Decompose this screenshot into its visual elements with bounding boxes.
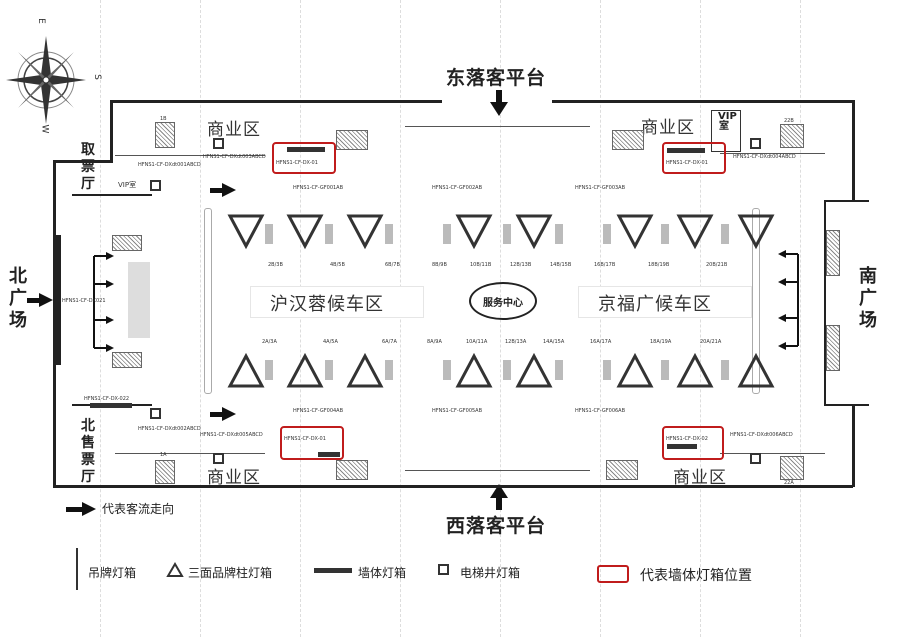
- elevator-box: [150, 408, 161, 419]
- gate-label: 8A/9A: [427, 339, 442, 345]
- code-label: HFNS1-CF-DX021: [62, 298, 106, 304]
- code-label: HFNS1-CF-DX-01: [276, 160, 318, 166]
- elevator-box: [150, 180, 161, 191]
- code-label: HFNS1-CF-GF005AB: [432, 408, 483, 414]
- gate-label: 14B/15B: [550, 262, 572, 268]
- gate-label: 18A/19A: [650, 339, 672, 345]
- highlight-icon: [597, 565, 629, 583]
- code-label: HFNS1-CF-GF003AB: [575, 185, 626, 191]
- vip-room-label: VIP室: [118, 181, 137, 189]
- gate-1b: 1B: [160, 116, 167, 122]
- east-platform-label: 东落客平台: [446, 67, 547, 89]
- gate-1a: 1A: [160, 452, 167, 458]
- gate-label: 16A/17A: [590, 339, 612, 345]
- right-arrow-icon: [210, 406, 236, 425]
- code-label: HFNS1-CF-DXdt003ABCD: [203, 154, 266, 160]
- gate-label: 12B/13A: [505, 339, 527, 345]
- gate-label: 2A/3A: [262, 339, 277, 345]
- gate-label: 12B/13B: [510, 262, 532, 268]
- ticket-pickup-hall: 取票厅: [81, 142, 95, 192]
- bracket-arrows: [80, 252, 116, 356]
- elevator-box: [750, 138, 761, 149]
- wall-lightbox-highlight: [272, 142, 336, 174]
- code-label: HFNS1-CF-DXdt004ABCD: [733, 154, 796, 160]
- up-arrow-icon: [490, 484, 508, 514]
- legend-flow: 代表客流走向: [102, 502, 175, 516]
- legend-wall: 墙体灯箱: [358, 566, 407, 580]
- elevator-box: [213, 453, 224, 464]
- gate-label: 20A/21A: [700, 339, 722, 345]
- code-label: HFNS1-CF-DXdt006ABCD: [730, 432, 793, 438]
- triangle-icon: [166, 562, 184, 582]
- commerce-zone-bottom-left: 商业区: [207, 468, 261, 488]
- code-label: HFNS1-CF-GF001AB: [293, 185, 344, 191]
- code-label: HFNS1-CF-DX-01: [666, 160, 708, 166]
- compass-w: W: [39, 124, 50, 134]
- vip-room-right: VIP室: [718, 111, 737, 132]
- elevator-box: [213, 138, 224, 149]
- waiting-zone-right: 京福广候车区: [598, 294, 712, 315]
- gate-22b: 22B: [784, 118, 794, 124]
- compass-rose: [6, 28, 90, 138]
- commerce-zone-top-left: 商业区: [207, 120, 261, 140]
- north-plaza-label: 北广场: [9, 266, 27, 331]
- code-label: HFNS1-CF-GF006AB: [575, 408, 626, 414]
- compass-e: E: [35, 18, 46, 24]
- wall-lightbox: [90, 403, 132, 408]
- gate-label: 18B/19B: [648, 262, 670, 268]
- wall-lightbox-highlight: [280, 426, 344, 460]
- west-platform-label: 西落客平台: [446, 515, 547, 537]
- gate-label: 8B/9B: [432, 262, 447, 268]
- gate-label: 2B/3B: [268, 262, 283, 268]
- wall-lightbox-highlight: [662, 142, 726, 174]
- gate-label: 16B/17B: [594, 262, 616, 268]
- ticket-sale-hall: 北售票厅: [81, 418, 95, 485]
- legend-triangle: 三面品牌柱灯箱: [188, 566, 273, 580]
- gate-label: 14A/15A: [543, 339, 565, 345]
- triangle-lightbox-row-top: [225, 210, 785, 260]
- gate-label: 20B/21B: [706, 262, 728, 268]
- commerce-zone-bottom-right: 商业区: [673, 468, 727, 488]
- gate-label: 10A/11A: [466, 339, 488, 345]
- right-arrow-icon: [210, 182, 236, 201]
- code-label: HFNS1-CF-DX-01: [284, 436, 326, 442]
- right-arrow-icon: [27, 292, 53, 311]
- code-label: HFNS1-CF-DXdt001ABCD: [138, 162, 201, 168]
- service-center: [469, 282, 537, 320]
- bracket-arrows: [776, 250, 812, 354]
- legend-elevator: 电梯井灯箱: [460, 566, 521, 580]
- commerce-zone-top-right: 商业区: [641, 118, 695, 138]
- gate-label: 4B/5B: [330, 262, 345, 268]
- gate-label: 6B/7B: [385, 262, 400, 268]
- code-label: HFNS1-CF-GF002AB: [432, 185, 483, 191]
- triangle-lightbox-row-bottom: [225, 346, 785, 396]
- legend-hanging: 吊牌灯箱: [88, 566, 137, 580]
- gate-label: 10B/11B: [470, 262, 492, 268]
- compass-s: S: [91, 74, 102, 80]
- hanging-lightbox-icon: [76, 548, 78, 590]
- waiting-zone-left: 沪汉蓉候车区: [270, 294, 384, 315]
- elevator-box: [750, 453, 761, 464]
- wall-lightbox-highlight: [662, 426, 724, 460]
- legend-highlight: 代表墙体灯箱位置: [640, 568, 752, 584]
- service-center-label: 服务中心: [483, 298, 523, 309]
- gate-label: 4A/5A: [323, 339, 338, 345]
- wall-icon: [314, 568, 352, 573]
- flow-arrow-icon: [66, 501, 98, 520]
- down-arrow-icon: [490, 90, 508, 120]
- code-label: HFNS1-CF-DX-022: [84, 396, 130, 402]
- gate-22a: 22A: [784, 480, 794, 486]
- code-label: HFNS1-CF-DX-02: [666, 436, 708, 442]
- elevator-icon: [438, 564, 449, 575]
- gate-label: 6A/7A: [382, 339, 397, 345]
- code-label: HFNS1-CF-DXdt005ABCD: [200, 432, 263, 438]
- code-label: HFNS1-CF-DXdt002ABCD: [138, 426, 201, 432]
- south-plaza-label: 南广场: [859, 266, 877, 331]
- code-label: HFNS1-CF-GF004AB: [293, 408, 344, 414]
